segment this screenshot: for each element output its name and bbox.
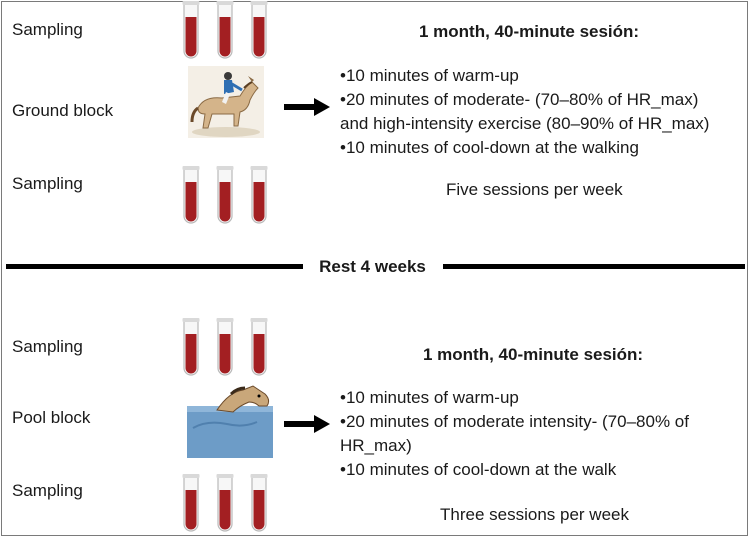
ground-sampling-bottom-label: Sampling xyxy=(12,174,83,193)
ground-step-warmup: •10 minutes of warm-up xyxy=(340,66,519,85)
pool-step-exercise-cont: HR_max) xyxy=(340,436,412,455)
ground-step-exercise-cont: and high-intensity exercise (80–90% of H… xyxy=(340,114,710,133)
right-arrow-icon xyxy=(284,98,330,116)
blood-sample-tubes-icon xyxy=(182,166,268,224)
divider-line-right xyxy=(443,264,745,269)
pool-sampling-top-label: Sampling xyxy=(12,337,83,356)
pool-session-steps: •10 minutes of warm-up •20 minutes of mo… xyxy=(340,386,689,482)
pool-session-heading: 1 month, 40-minute sesión: xyxy=(423,345,644,364)
ground-session-steps: •10 minutes of warm-up •20 minutes of mo… xyxy=(340,64,709,160)
pool-step-cooldown: •10 minutes of cool-down at the walk xyxy=(340,460,617,479)
pool-sampling-bottom-label: Sampling xyxy=(12,481,83,500)
blood-sample-tubes-icon xyxy=(182,474,268,532)
rest-period-label: Rest 4 weeks xyxy=(319,257,426,276)
horse-with-rider-icon xyxy=(188,66,264,138)
pool-step-warmup: •10 minutes of warm-up xyxy=(340,388,519,407)
ground-frequency: Five sessions per week xyxy=(446,180,623,199)
pool-step-exercise: •20 minutes of moderate intensity- (70–8… xyxy=(340,412,689,431)
ground-session-heading: 1 month, 40-minute sesión: xyxy=(419,22,640,41)
divider-line-left xyxy=(6,264,303,269)
ground-step-cooldown: •10 minutes of cool-down at the walking xyxy=(340,138,639,157)
ground-block-label: Ground block xyxy=(12,101,114,120)
pool-frequency: Three sessions per week xyxy=(440,505,629,524)
ground-step-exercise: •20 minutes of moderate- (70–80% of HR_m… xyxy=(340,90,699,109)
pool-block-label: Pool block xyxy=(12,408,91,427)
blood-sample-tubes-icon xyxy=(182,1,268,59)
swimming-horse-icon xyxy=(187,385,273,458)
blood-sample-tubes-icon xyxy=(182,318,268,376)
right-arrow-icon xyxy=(284,415,330,433)
ground-sampling-top-label: Sampling xyxy=(12,20,83,39)
